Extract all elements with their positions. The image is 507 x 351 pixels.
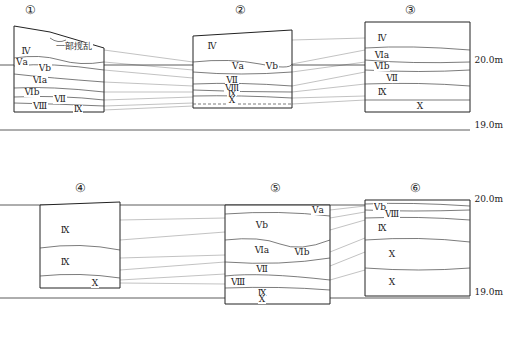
layer-label: Ⅹ (228, 96, 236, 105)
layer-label: Ⅵa (254, 246, 270, 255)
elevation-label: 19.0m (473, 288, 504, 297)
layer-label: Ⅸ (60, 258, 71, 267)
layer-label: Ⅹ (258, 295, 266, 304)
layer-label: Ⅵb (374, 62, 391, 71)
layer-label: Ⅶ (255, 265, 269, 274)
layer-label: Ⅴa (15, 58, 29, 67)
section-number: ② (234, 4, 247, 16)
layer-label: Ⅸ (377, 88, 388, 97)
layer-label: Ⅵb (294, 248, 311, 257)
elevation-label: 19.0m (473, 121, 504, 130)
layer-label: Ⅹ (388, 250, 396, 259)
layer-label: Ⅸ (73, 105, 84, 114)
layer-label: Ⅴa (231, 62, 245, 71)
layer-label: Ⅴb (38, 64, 52, 73)
layer-label: Ⅷ (230, 278, 246, 287)
section-number: ① (24, 4, 37, 16)
note-label: 一部撹乱 (55, 42, 93, 51)
layer-label: Ⅵa (32, 76, 48, 85)
layer-label: Ⅶ (53, 95, 67, 104)
layer-label: Ⅷ (384, 210, 400, 219)
layer-label: Ⅳ (21, 47, 32, 56)
layer-label: Ⅹ (388, 278, 396, 287)
layer-label: Ⅳ (377, 34, 388, 43)
layer-label: Ⅵa (374, 51, 390, 60)
section-number: ④ (74, 182, 87, 194)
layer-label: Ⅸ (377, 224, 388, 233)
section-columns (14, 22, 470, 304)
layer-label: Ⅹ (416, 102, 424, 111)
elevation-label: 20.0m (473, 195, 504, 204)
section-number: ③ (404, 4, 417, 16)
elevation-label: 20.0m (473, 56, 504, 65)
layer-label: Ⅴa (311, 206, 325, 215)
layer-label: Ⅴb (265, 62, 279, 71)
layer-label: Ⅸ (60, 226, 71, 235)
layer-label: Ⅳ (207, 42, 218, 51)
layer-label: Ⅷ (32, 102, 48, 111)
layer-label: Ⅹ (91, 279, 99, 288)
layer-boundaries (14, 38, 470, 290)
section-number: ⑥ (409, 182, 422, 194)
section-number: ⑤ (269, 182, 282, 194)
layer-label: Ⅶ (385, 74, 399, 83)
layer-label: Ⅵb (24, 88, 41, 97)
layer-label: Ⅴb (255, 221, 269, 230)
